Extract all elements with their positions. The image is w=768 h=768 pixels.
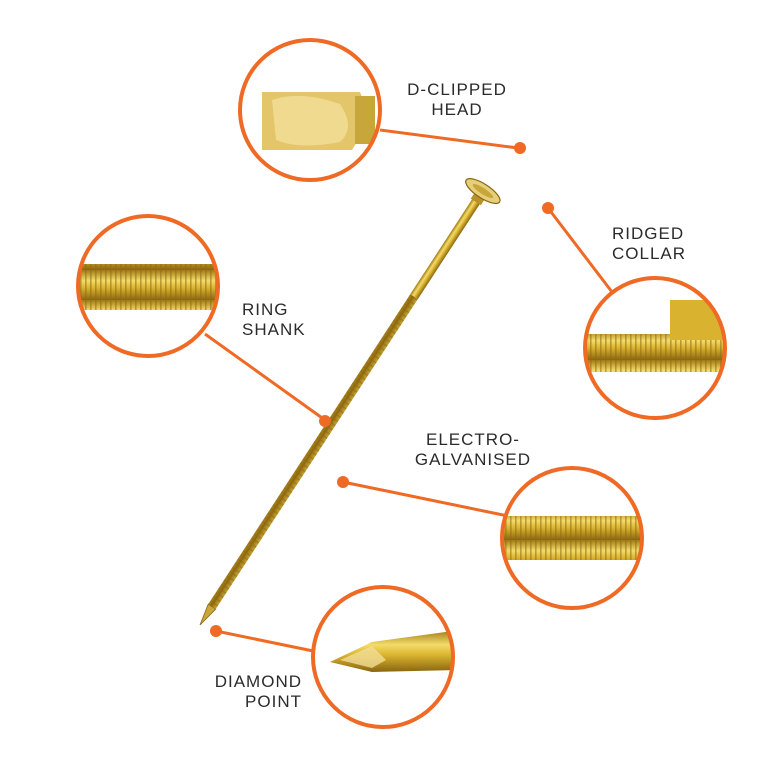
- leader-line-point: [215, 629, 319, 654]
- callout-collar: [583, 276, 727, 420]
- label-head: D-CLIPPED HEAD: [392, 80, 522, 120]
- label-galv-line1: ELECTRO-: [426, 430, 520, 449]
- callout-head: [238, 38, 382, 182]
- dot-point: [210, 625, 222, 637]
- callout-point: [311, 585, 455, 729]
- dot-head: [514, 142, 526, 154]
- label-head-line1: D-CLIPPED: [407, 80, 507, 99]
- label-galv: ELECTRO- GALVANISED: [410, 430, 536, 470]
- callout-ring-head: [238, 38, 382, 182]
- label-collar: RIDGED COLLAR: [612, 224, 732, 264]
- nail-image: [199, 178, 501, 626]
- callout-ring-collar: [583, 276, 727, 420]
- label-point-line2: POINT: [245, 692, 302, 711]
- label-collar-line2: COLLAR: [612, 244, 687, 263]
- dot-galv: [337, 476, 349, 488]
- label-collar-line1: RIDGED: [612, 224, 685, 243]
- label-galv-line2: GALVANISED: [414, 450, 532, 469]
- leader-lines: [204, 128, 614, 654]
- dot-collar: [542, 202, 554, 214]
- callout-ring-galv: [500, 466, 644, 610]
- leader-line-galv: [342, 480, 509, 518]
- label-shank-line1: RING: [242, 300, 289, 319]
- leader-line-collar: [546, 207, 614, 293]
- label-point-line1: DIAMOND: [214, 672, 302, 691]
- callout-shank: [76, 214, 220, 358]
- dot-shank: [319, 415, 331, 427]
- callout-ring-shank: [76, 214, 220, 358]
- label-head-line2: HEAD: [431, 100, 483, 119]
- callout-galv: [500, 466, 644, 610]
- callout-ring-point: [311, 585, 455, 729]
- label-point: DIAMOND POINT: [178, 672, 302, 712]
- label-shank: RING SHANK: [242, 300, 352, 340]
- leader-dots: [210, 142, 554, 637]
- leader-line-shank: [204, 332, 326, 422]
- label-shank-line2: SHANK: [242, 320, 306, 339]
- leader-line-head: [379, 128, 519, 150]
